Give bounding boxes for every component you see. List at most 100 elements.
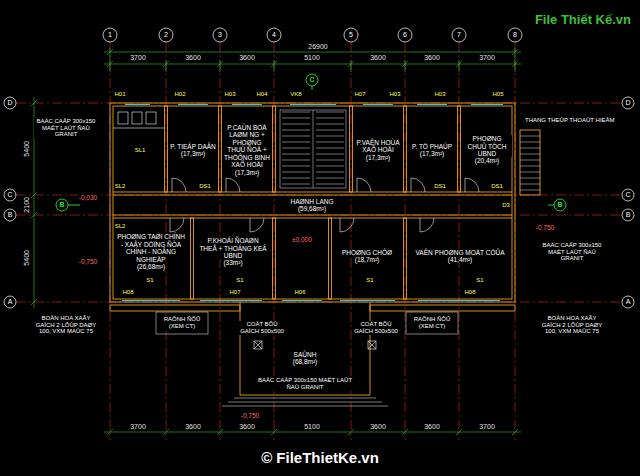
entrance-steps: [156, 312, 458, 406]
staircase: [280, 110, 346, 188]
grid-axis-label: C: [624, 191, 631, 199]
note-text: COÄT BÔÙ GAÏCH 500x500: [353, 321, 399, 334]
room-text: (33m²): [222, 259, 243, 266]
dimension-text: 3700: [478, 54, 496, 62]
dimension-text: 3600: [369, 54, 387, 62]
room-label: P. TÖ PHAÙP(17,3m²): [408, 143, 456, 158]
dimension-text: 3600: [184, 423, 202, 431]
room-text: PHOØNG CHUÛ TÒCH UBND: [462, 135, 512, 157]
opening-tag: H04: [255, 91, 268, 98]
room-text: P. TIEÁP DAÂN: [169, 143, 217, 150]
grid-axis-label: 5: [348, 31, 354, 39]
opening-tag: S1: [235, 277, 244, 284]
grid-axis-label: B: [625, 211, 632, 219]
section-markers: [56, 74, 566, 211]
note-text: THANG THEÙP THOAÙT HIEÅM: [524, 117, 616, 124]
room-text: PHOØNG TAØI CHÍNH - XAÂY DÖÏNG ÑÒA CHÍNH…: [115, 233, 187, 263]
room-label: SAÛNH(68,8m²): [265, 351, 345, 366]
opening-tag: H03: [223, 91, 236, 98]
opening-tag: H02: [173, 91, 186, 98]
watermark: © FileThietKe.vn: [260, 450, 380, 467]
room-label: P.VAÊN HOÙA XAÕ HOÄI(17,3m²): [354, 139, 402, 161]
opening-tag: H07: [353, 91, 366, 98]
dimension-text: 5100: [303, 423, 321, 431]
opening-tag: D3: [501, 202, 511, 209]
opening-tag: S1: [475, 277, 484, 284]
columns: [254, 341, 376, 349]
opening-tag: DS1: [433, 183, 447, 190]
elevation-mark: -0,750: [535, 224, 555, 231]
room-text: (17,3m²): [234, 169, 261, 176]
grid-axis-label: B: [7, 211, 14, 219]
dimension-text: 2100: [23, 196, 31, 214]
note-text: BAÄC CAÁP 300x150 MAËT LAÙT ÑAÙ GRANIT: [254, 377, 356, 390]
grid-axis-label: 6: [402, 31, 408, 39]
dimension-text: 26900: [307, 43, 328, 51]
wc-fixtures: [113, 112, 164, 128]
room-text: SAÛNH: [293, 351, 318, 358]
room-label: P.CAÙN BOÄ LAØM NG + PHOØNG THUÙ ÑOÄ + T…: [223, 124, 271, 176]
room-text: P.CAÙN BOÄ LAØM NG + PHOØNG THUÙ ÑOÄ + T…: [223, 124, 271, 169]
opening-tag: SL1: [134, 147, 147, 154]
room-label: VAÊN PHOØNG MOÄT CÖÛA(41,4m²): [412, 249, 508, 264]
opening-tag: S1: [145, 277, 154, 284]
logo-text: File Thiết Kế.vn: [534, 13, 632, 27]
dimension-text: 3700: [129, 54, 147, 62]
opening-tag: S1: [365, 277, 374, 284]
note-text: RAÕNH ÑÔÛ (XEM CT): [409, 316, 455, 329]
grid-axis-label: A: [7, 298, 14, 306]
dimension-lines: [31, 48, 521, 435]
grid-axis-label: 2: [163, 31, 169, 39]
elevation-mark: -0,750: [240, 412, 260, 419]
grid-axis-label: C: [6, 191, 13, 199]
grid-axis-label: 8: [512, 31, 518, 39]
dimension-text: 5400: [23, 140, 31, 158]
opening-tag: H03: [433, 91, 446, 98]
dimension-text: 5100: [303, 54, 321, 62]
grid-axis-label: 3: [217, 31, 223, 39]
room-text: (41,4m²): [447, 256, 474, 263]
grid-axis-label: D: [624, 99, 631, 107]
elevation-mark: -0,750: [78, 258, 98, 265]
room-text: (17,3m²): [180, 150, 207, 157]
room-label: HAØNH LANG(59,68m²): [267, 198, 357, 213]
room-text: P.KHOÁI ÑOAØN THEÅ + THOÁNG KEÂ UBND: [197, 237, 269, 259]
grid-axis-label: 4: [271, 31, 277, 39]
fire-escape-stair: [520, 136, 540, 190]
room-label: P. TIEÁP DAÂN(17,3m²): [169, 143, 217, 158]
opening-tag: DS1: [490, 183, 504, 190]
windows: [122, 105, 503, 301]
note-text: BAÄC CAÁP 300x150 MAËT LAÙT ÑAÙ GRANIT: [34, 118, 98, 138]
dimension-text: 3600: [423, 54, 441, 62]
room-label: P.KHOÁI ÑOAØN THEÅ + THOÁNG KEÂ UBND(33m…: [197, 237, 269, 267]
room-text: P. TÖ PHAÙP: [411, 143, 453, 150]
grid-axis-label: 7: [456, 31, 462, 39]
room-text: PHOØNG CHÔØ: [341, 249, 393, 256]
doors: [170, 178, 479, 232]
section-mark: C: [308, 76, 315, 84]
opening-tag: H08: [121, 289, 134, 296]
opening-tag: DS1: [198, 183, 212, 190]
room-text: (17,3m²): [365, 154, 392, 161]
grid-axis-label: D: [6, 99, 13, 107]
room-label: PHOØNG TAØI CHÍNH - XAÂY DÖÏNG ÑÒA CHÍNH…: [115, 233, 187, 270]
dimension-text: 3600: [184, 54, 202, 62]
dimension-text: 3700: [478, 423, 496, 431]
room-text: HAØNH LANG: [290, 198, 335, 205]
grid-axis-label: 1: [107, 31, 113, 39]
section-mark: B: [556, 201, 563, 209]
elevation-mark: -0,030: [78, 194, 98, 201]
opening-tag: H07: [228, 289, 241, 296]
dimension-text: 3600: [238, 54, 256, 62]
section-mark: B: [58, 201, 65, 209]
room-text: (20,4m²): [474, 157, 501, 164]
room-text: (26,68m²): [136, 263, 166, 270]
room-text: (68,8m²): [292, 358, 319, 365]
opening-tag: H05: [491, 91, 504, 98]
dimension-text: 5400: [23, 249, 31, 267]
walls: [110, 103, 540, 395]
room-text: (18,7m²): [354, 256, 381, 263]
opening-tag: H03: [388, 91, 401, 98]
